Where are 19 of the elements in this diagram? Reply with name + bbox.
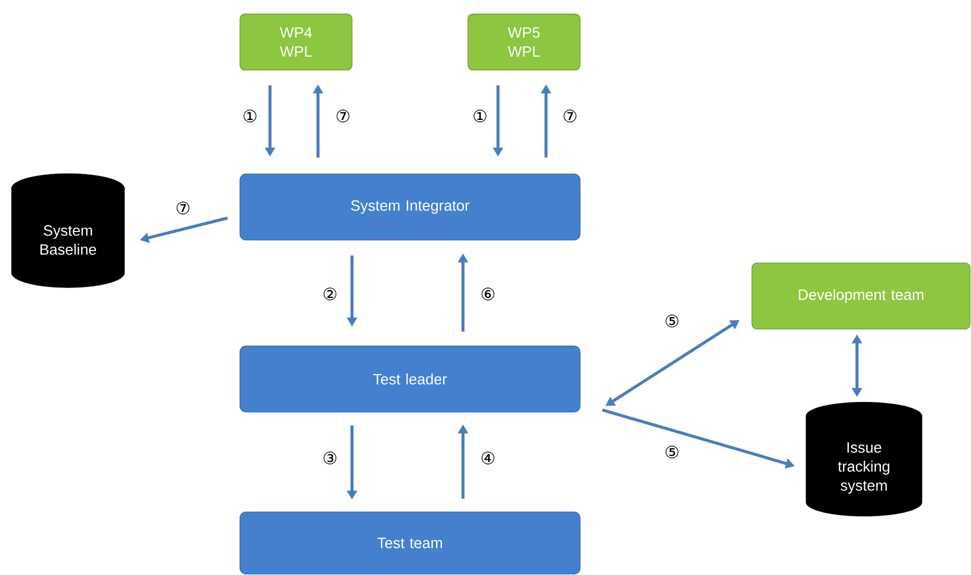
edge-label: ④	[479, 450, 497, 466]
database-cylinder: System Baseline	[11, 173, 125, 288]
process-box: System Integrator	[240, 174, 580, 240]
wp-box: WP4 WPL	[240, 14, 352, 70]
process-box: Test leader	[240, 346, 580, 412]
wp-box: Development team	[752, 262, 970, 330]
edge-label: ①	[471, 108, 489, 124]
edge-label: ③	[321, 450, 339, 466]
edge-label: ⑦	[174, 200, 192, 216]
edge-label: ⑤	[663, 314, 681, 328]
edge-label: ⑥	[479, 286, 497, 302]
process-box: Test team	[240, 512, 580, 574]
edge-label: ⑤	[663, 444, 681, 460]
edge-label: ①	[241, 108, 259, 124]
wp-box: WP5 WPL	[468, 14, 580, 70]
edge-label: ⑦	[561, 108, 579, 124]
edge-label: ⑦	[334, 108, 352, 124]
database-cylinder: Issue tracking system	[806, 402, 922, 516]
edge-label: ②	[321, 286, 339, 302]
